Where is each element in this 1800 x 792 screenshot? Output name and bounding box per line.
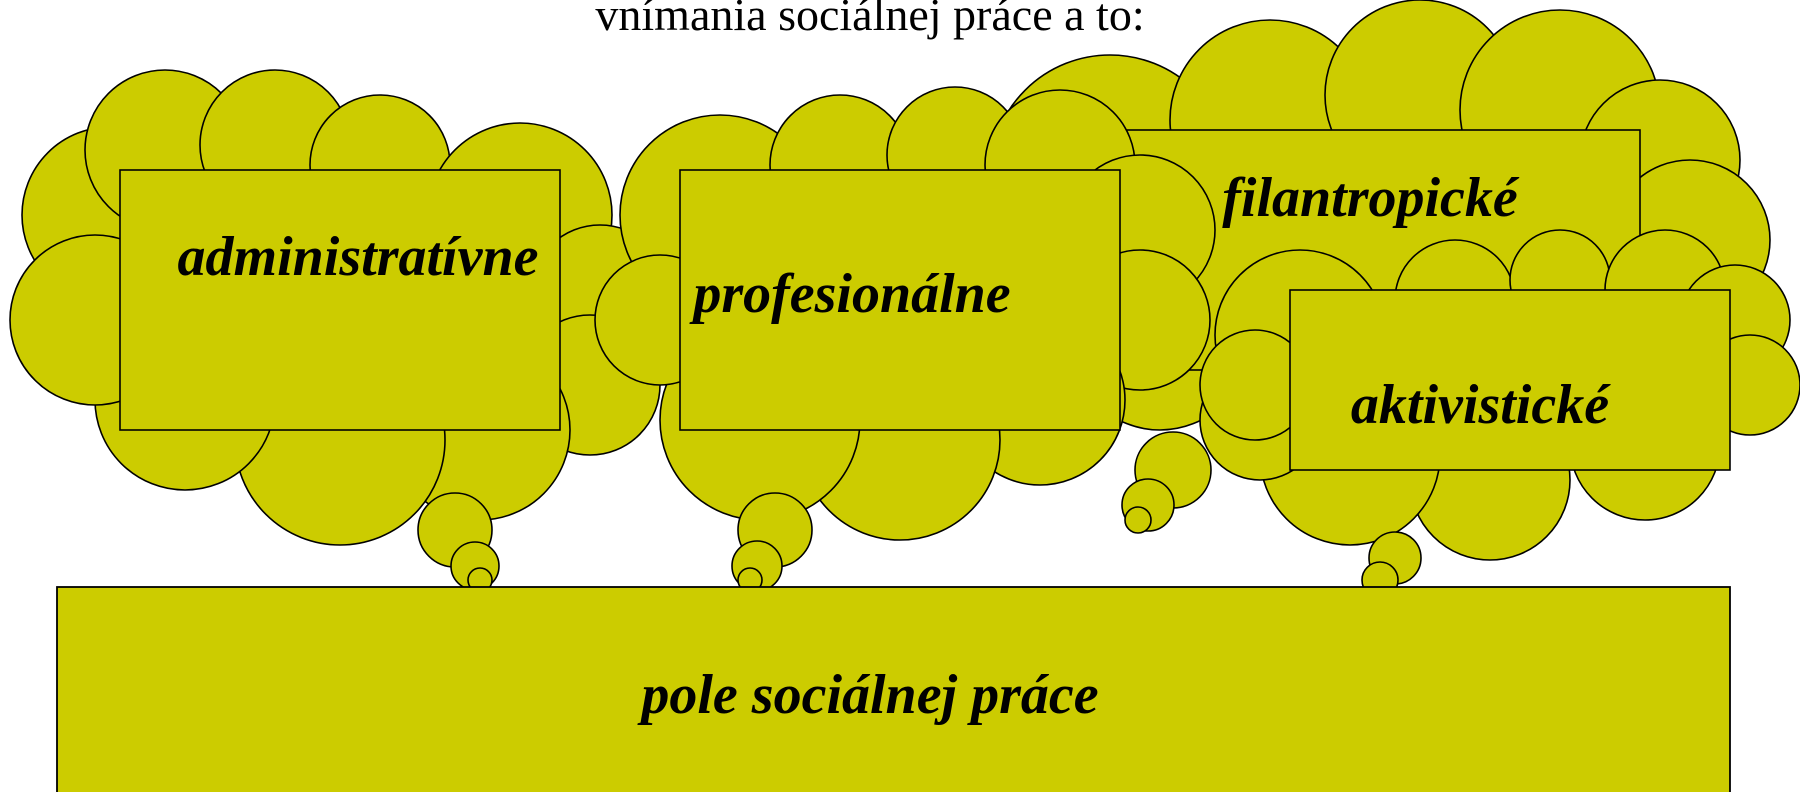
thought-bubbles-administrativne (417, 492, 500, 593)
thought-cloud-profesionalne: profesionálne (594, 86, 1216, 541)
heading-text: vnímania sociálnej práce a to: (595, 0, 1144, 40)
thought-cloud-administrativne: administratívne (9, 69, 671, 546)
label-profesionalne: profesionálne (689, 263, 1010, 325)
label-filantropicke: filantropické (1222, 167, 1520, 229)
thought-bubbles-filantropicke (1121, 431, 1212, 534)
field-label: pole sociálnej práce (637, 664, 1098, 726)
label-administrativne: administratívne (178, 226, 539, 288)
field-box-rect (56, 586, 1731, 792)
thought-cloud-aktivisticke: aktivistické (1199, 229, 1800, 561)
label-aktivisticke: aktivistické (1351, 374, 1611, 436)
cloud-administrativne-shape (9, 69, 671, 546)
cloud-profesionalne-shape (594, 86, 1216, 541)
cloud-aktivisticke-shape (1199, 229, 1800, 561)
field-box: pole sociálnej práce (56, 586, 1731, 792)
